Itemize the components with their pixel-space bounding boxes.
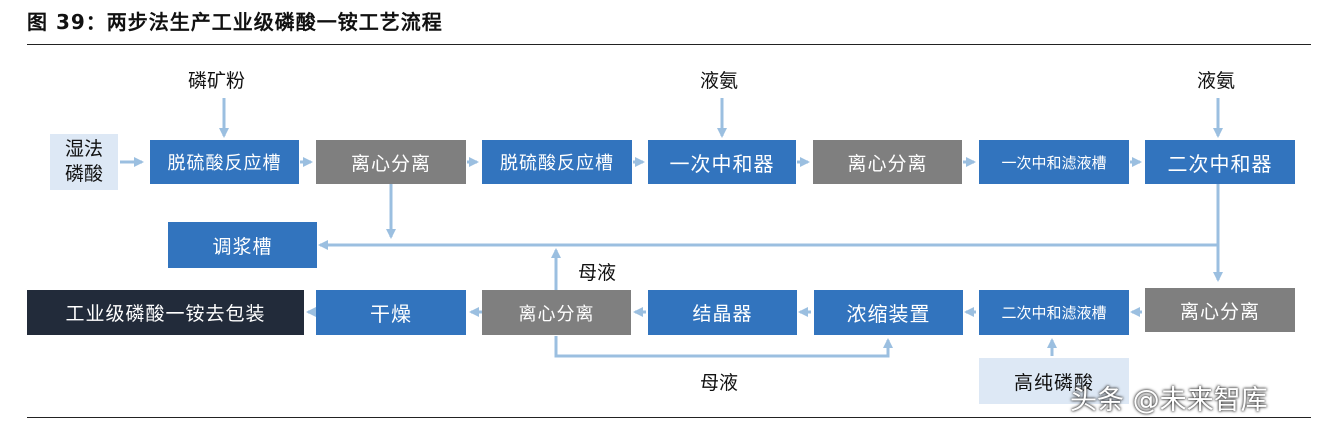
input-wet-phosphoric-acid: 湿法 磷酸 [50,134,118,190]
edge-label-mother-liquor-2: 母液 [700,372,739,394]
node-concentrator: 浓缩装置 [814,290,963,335]
title-divider [27,44,1311,45]
node-primary-neutralizer: 一次中和器 [648,140,796,184]
watermark: 头条 @未来智库 [1070,385,1268,416]
node-centrifuge-2: 离心分离 [813,140,962,184]
node-secondary-neutralizer: 二次中和器 [1145,140,1295,184]
line-mother-loop [554,336,893,358]
input-ammonia-2: 液氨 [1197,70,1236,92]
node-dryer: 干燥 [316,290,466,335]
node-product-to-packaging: 工业级磷酸一铵去包装 [27,290,304,335]
node-slurry-tank: 调浆槽 [168,222,317,268]
node-desulfurization-tank-2: 脱硫酸反应槽 [482,140,632,184]
input-high-purity-phosphoric-acid: 高纯磷酸 [979,358,1129,404]
node-desulfurization-tank-1: 脱硫酸反应槽 [150,140,299,184]
node-centrifuge-4: 离心分离 [1145,288,1295,332]
node-crystallizer: 结晶器 [648,290,797,335]
node-centrifuge-1: 离心分离 [316,140,466,184]
node-secondary-filtrate-tank: 二次中和滤液槽 [979,290,1129,335]
input-phosphate-rock: 磷矿粉 [188,70,246,92]
node-primary-filtrate-tank: 一次中和滤液槽 [979,140,1129,184]
edge-label-mother-liquor-1: 母液 [578,262,617,284]
node-centrifuge-3: 离心分离 [482,290,631,335]
input-ammonia-1: 液氨 [700,70,739,92]
figure-title: 图 39：两步法生产工业级磷酸一铵工艺流程 [27,10,443,34]
footer-divider [27,417,1311,418]
